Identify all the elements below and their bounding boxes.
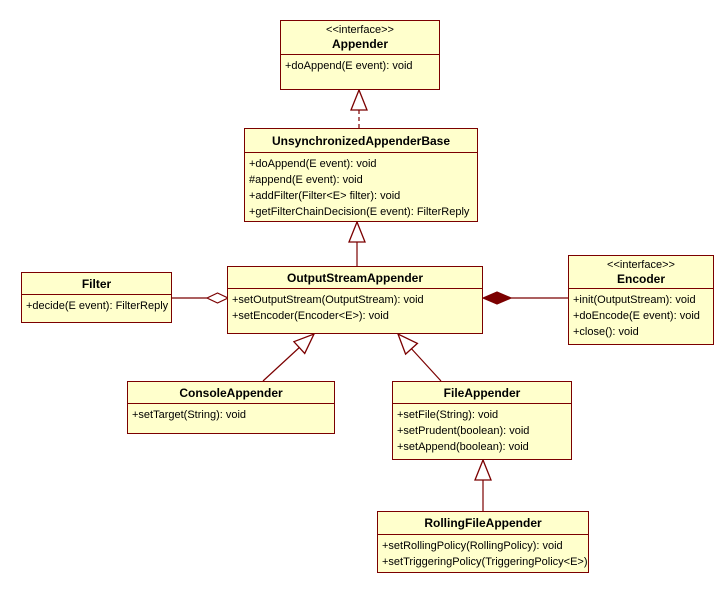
method-label: +close(): void xyxy=(573,326,639,338)
edge-generalization-file-appender--output-stream-appender[interactable] xyxy=(396,332,442,382)
generalization-line xyxy=(396,332,442,382)
class-title-compartment: OutputStreamAppender xyxy=(228,267,482,289)
composition-diamond-icon xyxy=(481,291,513,305)
class-name: Encoder xyxy=(616,271,665,286)
edge-composition-output-stream-appender--encoder[interactable] xyxy=(481,291,568,305)
class-name: ConsoleAppender xyxy=(179,385,283,400)
class-name: RollingFileAppender xyxy=(424,516,542,530)
class-name: Appender xyxy=(331,37,388,51)
method-label: +init(OutputStream): void xyxy=(573,294,696,306)
class-title-compartment: Filter xyxy=(22,273,171,295)
class-title-compartment: <<interface>>Encoder xyxy=(569,256,713,289)
class-name: FileAppender xyxy=(443,385,521,400)
class-name: Filter xyxy=(81,276,112,291)
class-title-compartment: RollingFileAppender xyxy=(378,512,588,535)
methods-compartment: +doAppend(E event): void xyxy=(281,55,439,76)
method-label: +getFilterChainDecision(E event): Filter… xyxy=(249,206,470,218)
method-label: +doEncode(E event): void xyxy=(573,310,700,322)
methods-compartment: +init(OutputStream): void +doEncode(E eve… xyxy=(569,289,713,342)
method-label: +doAppend(E event): void xyxy=(285,60,413,72)
class-title-compartment: <<interface>>Appender xyxy=(281,21,439,55)
class-console-appender[interactable]: ConsoleAppender +setTarget(String): void xyxy=(127,381,335,434)
methods-compartment: +setRollingPolicy(RollingPolicy): void +s… xyxy=(378,535,588,572)
method-label: +setRollingPolicy(RollingPolicy): void xyxy=(382,540,563,552)
method-label: +setTriggeringPolicy(TriggeringPolicy<E>… xyxy=(382,556,588,568)
method-label: +doAppend(E event): void xyxy=(249,158,377,170)
method-label: +setFile(String): void xyxy=(397,409,499,421)
method-label: +setEncoder(Encoder<E>): void xyxy=(232,310,389,322)
methods-compartment: +setOutputStream(OutputStream): void +set… xyxy=(228,289,482,326)
methods-compartment: +decide(E event): FilterReply xyxy=(22,295,171,316)
class-output-stream-appender[interactable]: OutputStreamAppender +setOutputStream(Out… xyxy=(227,266,483,334)
method-label: +setOutputStream(OutputStream): void xyxy=(232,294,424,306)
stereotype-label: <<interface>> xyxy=(607,258,675,271)
class-rolling-file-appender[interactable]: RollingFileAppender +setRollingPolicy(Rol… xyxy=(377,511,589,573)
class-name: OutputStreamAppender xyxy=(286,270,423,285)
class-title-compartment: UnsynchronizedAppenderBase xyxy=(245,129,477,153)
class-title-compartment: ConsoleAppender xyxy=(128,382,334,404)
class-name: UnsynchronizedAppenderBase xyxy=(271,133,451,148)
stereotype-label: <<interface>> xyxy=(326,24,394,36)
methods-compartment: +setFile(String): void +setPrudent(boolea… xyxy=(393,404,571,457)
class-file-appender[interactable]: FileAppender +setFile(String): void +setPr… xyxy=(392,381,572,460)
class-unsynchronized-appender-base[interactable]: UnsynchronizedAppenderBase +doAppend(E ev… xyxy=(244,128,478,222)
method-label: +addFilter(Filter<E> filter): void xyxy=(249,190,401,202)
edge-generalization-console-appender--output-stream-appender[interactable] xyxy=(262,332,316,382)
method-label: #append(E event): void xyxy=(249,174,363,186)
aggregation-diamond-icon xyxy=(205,292,230,304)
methods-compartment: +doAppend(E event): void #append(E event)… xyxy=(245,153,477,222)
generalization-line xyxy=(262,332,316,382)
method-label: +decide(E event): FilterReply xyxy=(26,300,169,312)
class-encoder[interactable]: <<interface>>Encoder+init(OutputStream):… xyxy=(568,255,714,345)
method-label: +setTarget(String): void xyxy=(132,409,247,421)
class-filter[interactable]: Filter +decide(E event): FilterReply xyxy=(21,272,172,323)
method-label: +setAppend(boolean): void xyxy=(397,441,529,453)
class-title-compartment: FileAppender xyxy=(393,382,571,404)
method-label: +setPrudent(boolean): void xyxy=(397,425,530,437)
methods-compartment: +setTarget(String): void xyxy=(128,404,334,425)
edge-aggregation-output-stream-appender--filter[interactable] xyxy=(172,292,230,304)
class-appender[interactable]: <<interface>>Appender +doAppend(E event):… xyxy=(280,20,440,90)
